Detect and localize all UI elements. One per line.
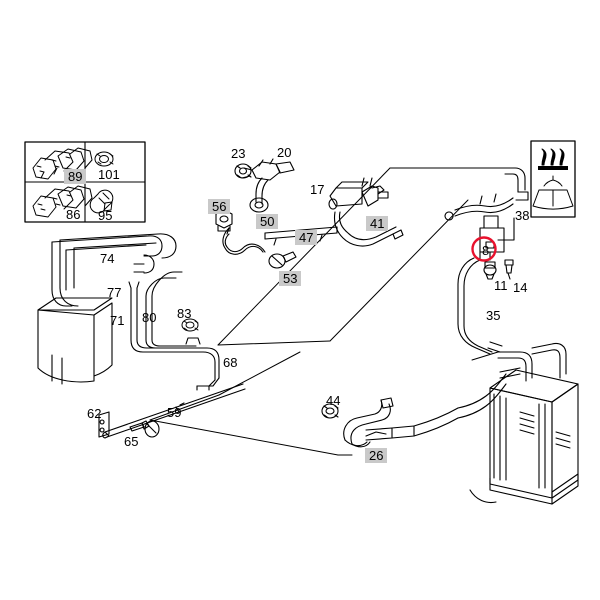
coolant-pipe-group (128, 271, 220, 391)
callout-label-47[interactable]: 47 (295, 230, 318, 245)
hose-35 (457, 257, 503, 355)
radiator-inlet-pipes (457, 342, 567, 419)
grommet-icon-101 (94, 151, 114, 167)
hose-41 (333, 211, 404, 247)
bushing-icon-95 (89, 189, 114, 214)
callout-label-56[interactable]: 56 (208, 199, 231, 214)
cooler-tube-assembly (51, 233, 177, 307)
radiator-core (469, 369, 579, 505)
callout-label-77[interactable]: 77 (107, 285, 122, 300)
callout-label-17[interactable]: 17 (310, 182, 325, 197)
part-14 (504, 259, 514, 280)
callout-label-101[interactable]: 101 (98, 167, 120, 182)
expansion-tank (37, 297, 113, 385)
callout-label-53[interactable]: 53 (279, 271, 302, 286)
callout-label-74[interactable]: 74 (100, 251, 115, 266)
callout-label-95[interactable]: 95 (98, 208, 113, 223)
callout-label-38[interactable]: 38 (515, 208, 530, 223)
callout-label-62[interactable]: 62 (87, 406, 102, 421)
callout-label-68[interactable]: 68 (223, 355, 238, 370)
callout-label-65[interactable]: 65 (124, 434, 139, 449)
callout-label-44[interactable]: 44 (326, 393, 341, 408)
callout-label-59[interactable]: 59 (167, 405, 182, 420)
reference-leader-lines (149, 167, 506, 456)
callout-label-41[interactable]: 41 (366, 216, 389, 231)
heated-seat-icon (538, 148, 568, 170)
callout-label-14[interactable]: 14 (513, 280, 528, 295)
callout-label-35[interactable]: 35 (486, 308, 501, 323)
callout-label-26[interactable]: 26 (365, 448, 388, 463)
grommet-icon-44 (321, 403, 339, 419)
callout-label-23[interactable]: 23 (231, 146, 246, 161)
grommet-icon-23 (234, 163, 252, 179)
callout-label-71[interactable]: 71 (110, 313, 125, 328)
callout-label-11[interactable]: 11 (494, 278, 508, 293)
hose-26 (343, 397, 459, 448)
plug-53 (268, 251, 297, 269)
clip-65 (129, 420, 160, 438)
callout-label-83[interactable]: 83 (177, 306, 192, 321)
function-symbol-frame (530, 140, 576, 218)
valve-assembly-20 (241, 158, 295, 213)
highlight-circle-part-8 (471, 236, 497, 262)
bracket-62 (98, 411, 110, 438)
part-11 (483, 261, 497, 280)
hose-38 (444, 167, 529, 221)
connector-icon-86 (32, 185, 93, 218)
control-valve-17 (328, 177, 389, 210)
callout-label-80[interactable]: 80 (142, 310, 157, 325)
callout-label-8[interactable]: 8 (482, 243, 490, 258)
callout-label-20[interactable]: 20 (277, 145, 292, 160)
callout-label-89[interactable]: 89 (64, 169, 87, 184)
callout-label-50[interactable]: 50 (256, 214, 279, 229)
connector-icon-89 (32, 147, 93, 180)
grommet-icon-83 (181, 318, 199, 332)
callout-label-86[interactable]: 86 (66, 207, 81, 222)
windshield-washer-icon (532, 175, 574, 210)
